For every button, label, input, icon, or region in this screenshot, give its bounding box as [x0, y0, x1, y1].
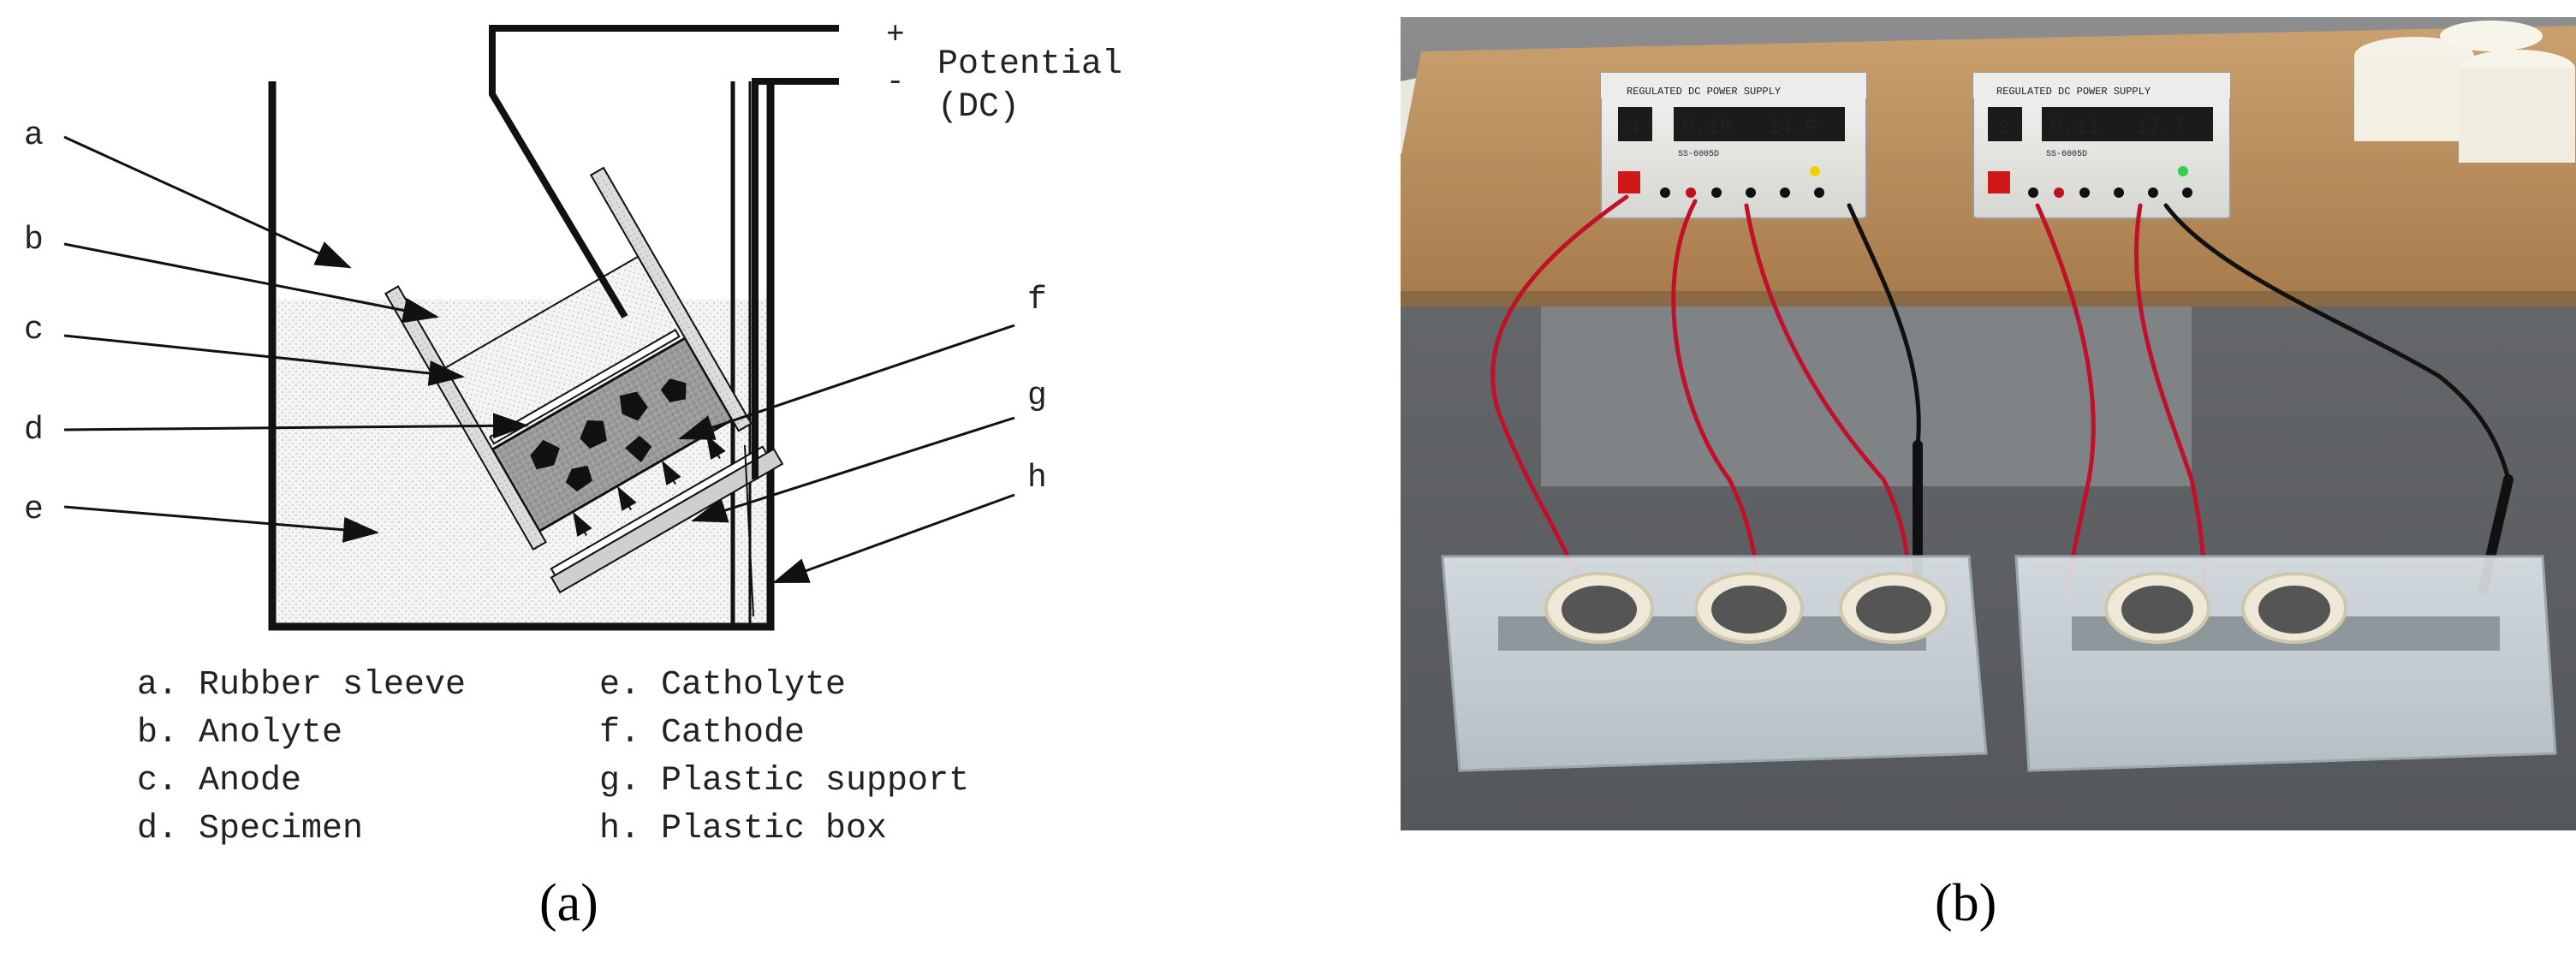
anode-plate	[489, 329, 681, 445]
caption-a: (a)	[539, 874, 598, 932]
callout-f: f	[1027, 282, 1047, 318]
psu-left-channel-display	[1618, 107, 1652, 141]
psu-right-current: 0.11	[2050, 116, 2100, 140]
psu-left-channel: 4	[1628, 117, 1639, 139]
tub-right	[2014, 555, 2557, 772]
legend-item-b: b. Anolyte	[137, 714, 342, 753]
psu-left-title: REGULATED DC POWER SUPPLY	[1627, 86, 1781, 98]
legend-item-e: e. Catholyte	[599, 666, 846, 705]
panel-b-photo: REGULATED DC POWER SUPPLY 4 0.16 14.9 SS…	[1370, 0, 2576, 954]
callout-labels: a b c d e f g h	[24, 117, 1047, 528]
psu-right-title: REGULATED DC POWER SUPPLY	[1996, 86, 2151, 98]
psu-right-channel: 2	[1998, 117, 2009, 139]
callout-a: a	[24, 117, 44, 154]
psu-left-model: SS-6005D	[1678, 150, 1719, 159]
potential-minus: -	[886, 64, 905, 99]
potential-plus: +	[886, 17, 905, 52]
specimen-molds	[2354, 21, 2575, 163]
potential-label: Potential	[937, 45, 1122, 84]
cathode-wire	[752, 78, 839, 479]
caption-b: (b)	[1935, 874, 1996, 932]
potential-dc-label: (DC)	[937, 88, 1020, 127]
callout-d: d	[24, 412, 44, 449]
legend-item-d: d. Specimen	[137, 810, 363, 848]
legend-item-h: h. Plastic box	[599, 810, 887, 848]
callout-b: b	[24, 222, 44, 259]
legend-item-a: a. Rubber sleeve	[137, 666, 466, 705]
callout-e: e	[24, 491, 44, 528]
callout-c: c	[24, 312, 44, 348]
specimen-cell	[384, 166, 784, 594]
plastic-support	[550, 448, 784, 594]
plastic-box	[268, 81, 775, 631]
psu-left-meter	[1674, 107, 1845, 141]
anode-wire	[489, 25, 839, 319]
psu-right-power-switch	[1988, 171, 2010, 193]
psu-right-channel-display	[1988, 107, 2022, 141]
psu-left-current: 0.16	[1682, 116, 1732, 140]
psu-right-meter	[2042, 107, 2213, 141]
tub-left	[1441, 555, 1988, 772]
callout-g: g	[1027, 378, 1047, 414]
psu-right-model: SS-6005D	[2046, 150, 2087, 159]
legend-item-c: c. Anode	[137, 762, 301, 800]
rubber-sleeve-right	[589, 166, 753, 432]
psu-left-voltage: 14.9	[1768, 116, 1817, 140]
legend-item-g: g. Plastic support	[599, 762, 969, 800]
rubber-sleeve-left	[384, 285, 547, 551]
power-supply-right: REGULATED DC POWER SUPPLY 2 0.11 17.7 SS…	[1972, 72, 2231, 219]
psu-left-power-switch	[1618, 171, 1640, 193]
callout-h: h	[1027, 460, 1047, 497]
power-supply-left: REGULATED DC POWER SUPPLY 4 0.16 14.9 SS…	[1600, 72, 1867, 219]
legend-item-f: f. Cathode	[599, 714, 805, 753]
leader-arrows	[63, 135, 1015, 584]
panel-a-schematic: + - Potential (DC) a b c d e f g h a. Ru…	[24, 17, 1122, 932]
psu-right-voltage: 17.7	[2136, 116, 2186, 140]
legend: a. Rubber sleeve b. Anolyte c. Anode d. …	[137, 666, 969, 848]
